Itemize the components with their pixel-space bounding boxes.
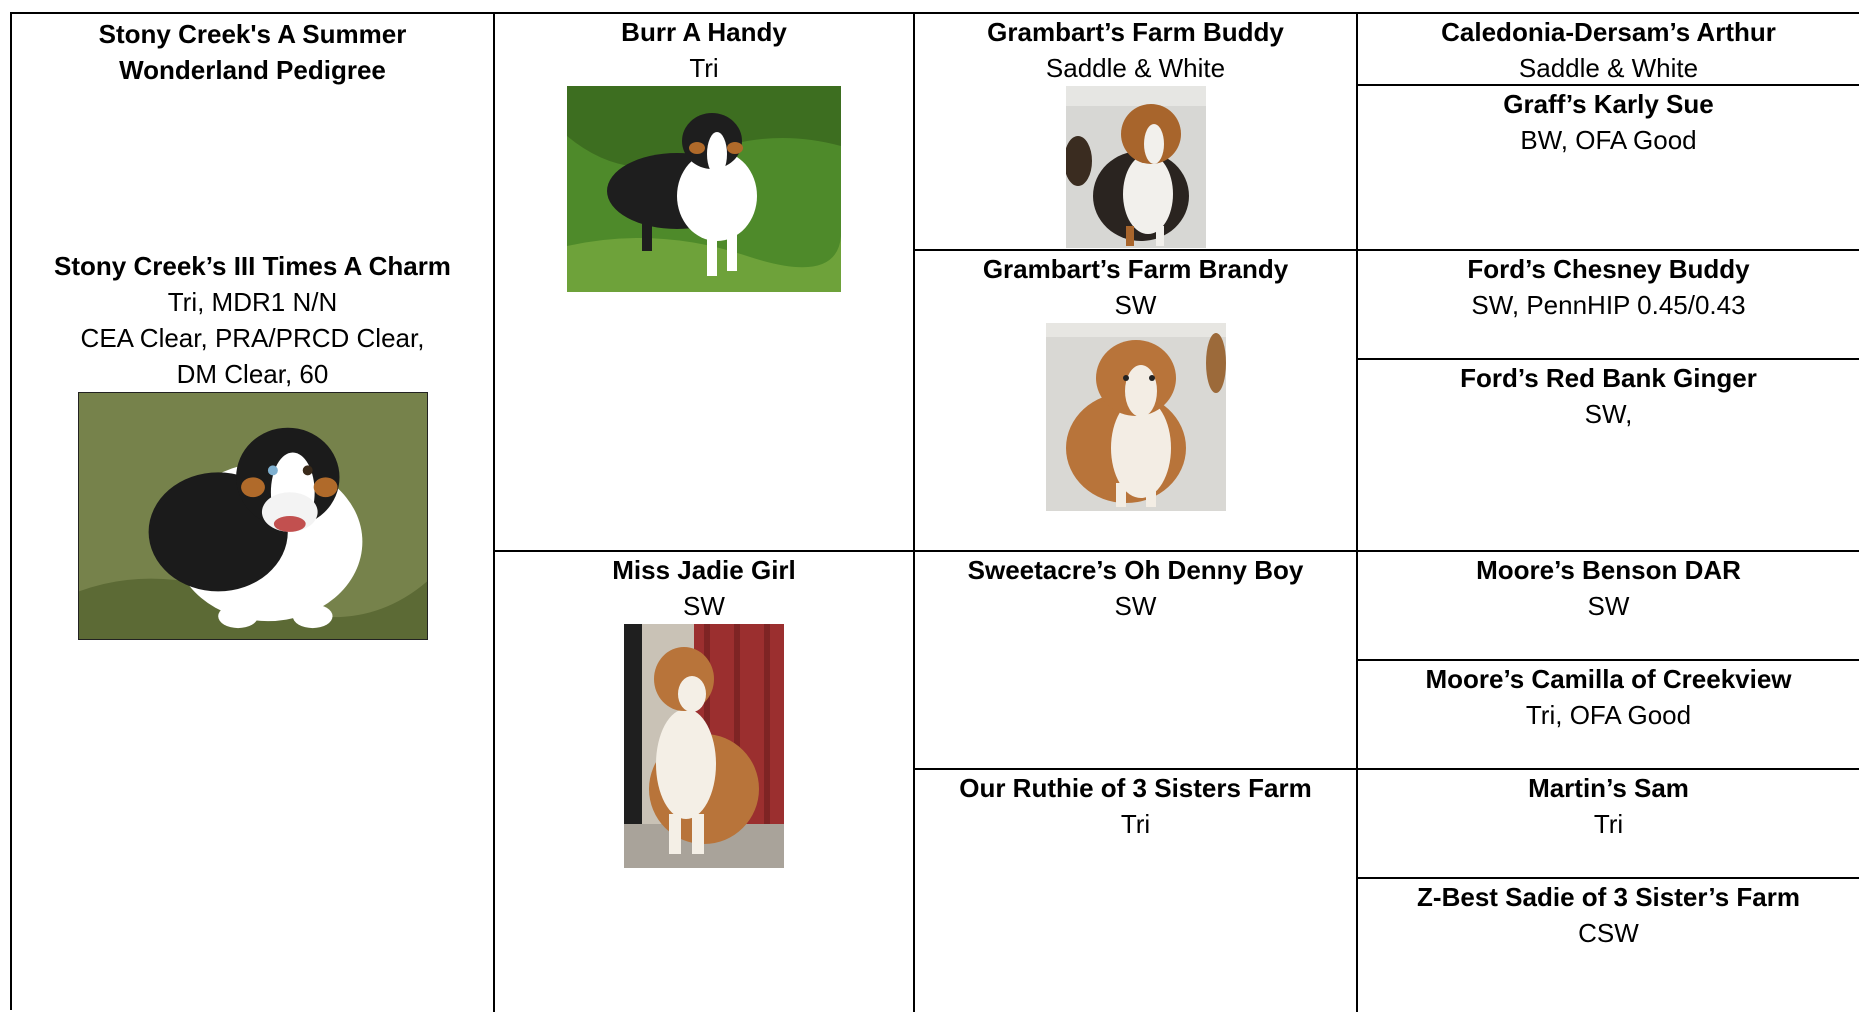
g3-name-7: Martin’s Sam (1528, 773, 1689, 803)
g3-name-8: Z-Best Sadie of 3 Sister’s Farm (1417, 882, 1800, 912)
sire-sire-name: Grambart’s Farm Buddy (987, 17, 1284, 47)
subject-cell: Stony Creek's A Summer Wonderland Pedigr… (12, 14, 495, 1012)
g3-info-1: Saddle & White (1518, 53, 1699, 83)
dam-photo (624, 624, 784, 868)
g3-info-6: Tri, OFA Good (1525, 700, 1692, 730)
g3-name-6: Moore’s Camilla of Creekview (1425, 664, 1792, 694)
dam-sire-cell: Sweetacre’s Oh Denny Boy SW (915, 552, 1358, 770)
pedigree-title-line1: Stony Creek's A Summer (98, 19, 407, 49)
g3-cell-6: Moore’s Camilla of Creekview Tri, OFA Go… (1358, 661, 1859, 770)
g3-cell-7: Martin’s Sam Tri (1358, 770, 1859, 879)
dam-name: Miss Jadie Girl (612, 555, 796, 585)
g3-name-1: Caledonia-Dersam’s Arthur (1441, 17, 1776, 47)
dam-dam-cell: Our Ruthie of 3 Sisters Farm Tri (915, 770, 1358, 1012)
g3-info-3: SW, PennHIP 0.45/0.43 (1471, 290, 1746, 320)
g3-info-7: Tri (1593, 809, 1624, 839)
g3-info-2: BW, OFA Good (1520, 125, 1697, 155)
dam-dam-color: Tri (1120, 809, 1151, 839)
g3-info-4: SW, (1584, 399, 1633, 429)
dam-color: SW (683, 591, 725, 621)
sire-photo (567, 86, 841, 292)
sire-name: Burr A Handy (621, 17, 787, 47)
sire-dam-name: Grambart’s Farm Brandy (982, 254, 1289, 284)
pedigree-title-line2: Wonderland Pedigree (119, 55, 386, 85)
sire-dam-color: SW (1114, 290, 1157, 320)
subject-name: Stony Creek’s III Times A Charm (54, 251, 451, 281)
sire-sire-color: Saddle & White (1045, 53, 1226, 83)
g3-name-3: Ford’s Chesney Buddy (1467, 254, 1750, 284)
dam-cell: Miss Jadie Girl SW (495, 552, 915, 1012)
g3-name-2: Graff’s Karly Sue (1503, 89, 1714, 119)
g3-info-8: CSW (1578, 918, 1639, 948)
g3-cell-4: Ford’s Red Bank Ginger SW, (1358, 360, 1859, 552)
pedigree-table: Stony Creek's A Summer Wonderland Pedigr… (10, 12, 1859, 1012)
dam-sire-color: SW (1114, 591, 1157, 621)
sire-color: Tri (689, 53, 719, 83)
g3-cell-3: Ford’s Chesney Buddy SW, PennHIP 0.45/0.… (1358, 251, 1859, 360)
g3-cell-5: Moore’s Benson DAR SW (1358, 552, 1859, 661)
g3-cell-2: Graff’s Karly Sue BW, OFA Good (1358, 86, 1859, 251)
sire-dam-photo (1045, 323, 1226, 511)
g3-cell-1: Caledonia-Dersam’s Arthur Saddle & White (1358, 14, 1859, 86)
dam-dam-name: Our Ruthie of 3 Sisters Farm (959, 773, 1312, 803)
g3-info-5: SW (1587, 591, 1630, 621)
subject-photo (77, 392, 428, 640)
sire-cell: Burr A Handy Tri (495, 14, 915, 552)
sire-sire-photo (1065, 86, 1206, 248)
subject-detail-1: Tri, MDR1 N/N (167, 287, 338, 317)
sire-sire-cell: Grambart’s Farm Buddy Saddle & White (915, 14, 1358, 251)
g3-name-4: Ford’s Red Bank Ginger (1460, 363, 1757, 393)
subject-detail-2: CEA Clear, PRA/PRCD Clear, (80, 323, 425, 353)
dam-sire-name: Sweetacre’s Oh Denny Boy (967, 555, 1304, 585)
g3-name-5: Moore’s Benson DAR (1476, 555, 1741, 585)
g3-cell-8: Z-Best Sadie of 3 Sister’s Farm CSW (1358, 879, 1859, 1012)
sire-dam-cell: Grambart’s Farm Brandy SW (915, 251, 1358, 552)
subject-detail-3: DM Clear, 60 (176, 359, 329, 389)
